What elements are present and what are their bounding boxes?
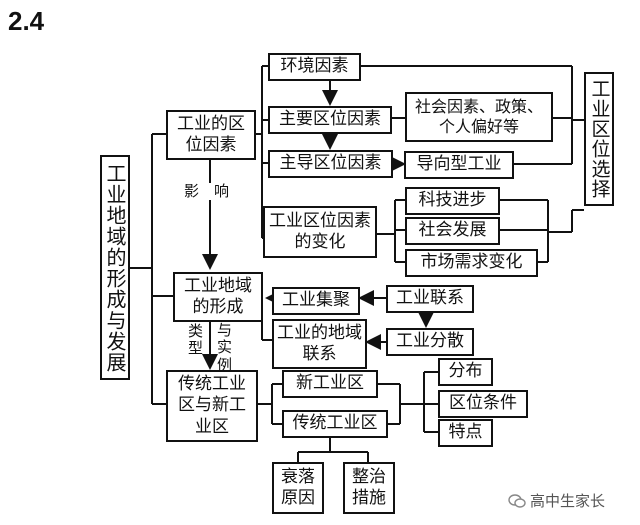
features-node: 特点	[438, 419, 493, 447]
watermark-text: 高中生家长	[530, 492, 606, 510]
examples-label: 与 实 例	[217, 321, 233, 374]
formation-node: 工业地域的形成	[173, 272, 263, 322]
dominant-factors-node: 主导区位因素	[268, 150, 393, 178]
watermark: 高中生家长	[508, 490, 605, 511]
dispersion-node: 工业分散	[386, 328, 474, 356]
social-dev-node: 社会发展	[405, 217, 500, 245]
agglomeration-node: 工业集聚	[272, 287, 360, 315]
location-cond-node: 区位条件	[438, 390, 528, 418]
location-factors-node: 工业的区位因素	[166, 110, 256, 160]
oriented-industry-node: 导向型工业	[404, 151, 514, 179]
types-label: 类 型	[188, 322, 204, 358]
env-factor-node: 环境因素	[268, 53, 361, 81]
page-number: 2.4	[8, 6, 45, 36]
distribution-node: 分布	[438, 358, 493, 386]
influence-label: 影 响	[184, 182, 230, 201]
tech-node: 科技进步	[405, 187, 500, 215]
chat-bubble-icon	[508, 493, 526, 508]
social-factors-node: 社会因素、政策、 个人偏好等	[405, 92, 553, 142]
root-node: 工业地域的形成与发展	[100, 155, 130, 380]
linkage-node: 工业联系	[386, 285, 474, 313]
market-node: 市场需求变化	[405, 249, 538, 277]
main-factors-node: 主要区位因素	[268, 106, 392, 134]
measures-node: 整治措施	[343, 462, 395, 514]
regional-link-node: 工业的地域联系	[272, 319, 367, 369]
changes-node: 工业区位因素的变化	[263, 206, 377, 258]
choice-node: 工业区位选择	[584, 72, 614, 206]
trad-zone-node: 传统工业区	[282, 410, 388, 438]
trad-new-node: 传统工业区与新工业区	[166, 370, 258, 442]
new-zone-node: 新工业区	[282, 370, 378, 398]
decline-node: 衰落原因	[272, 462, 324, 514]
